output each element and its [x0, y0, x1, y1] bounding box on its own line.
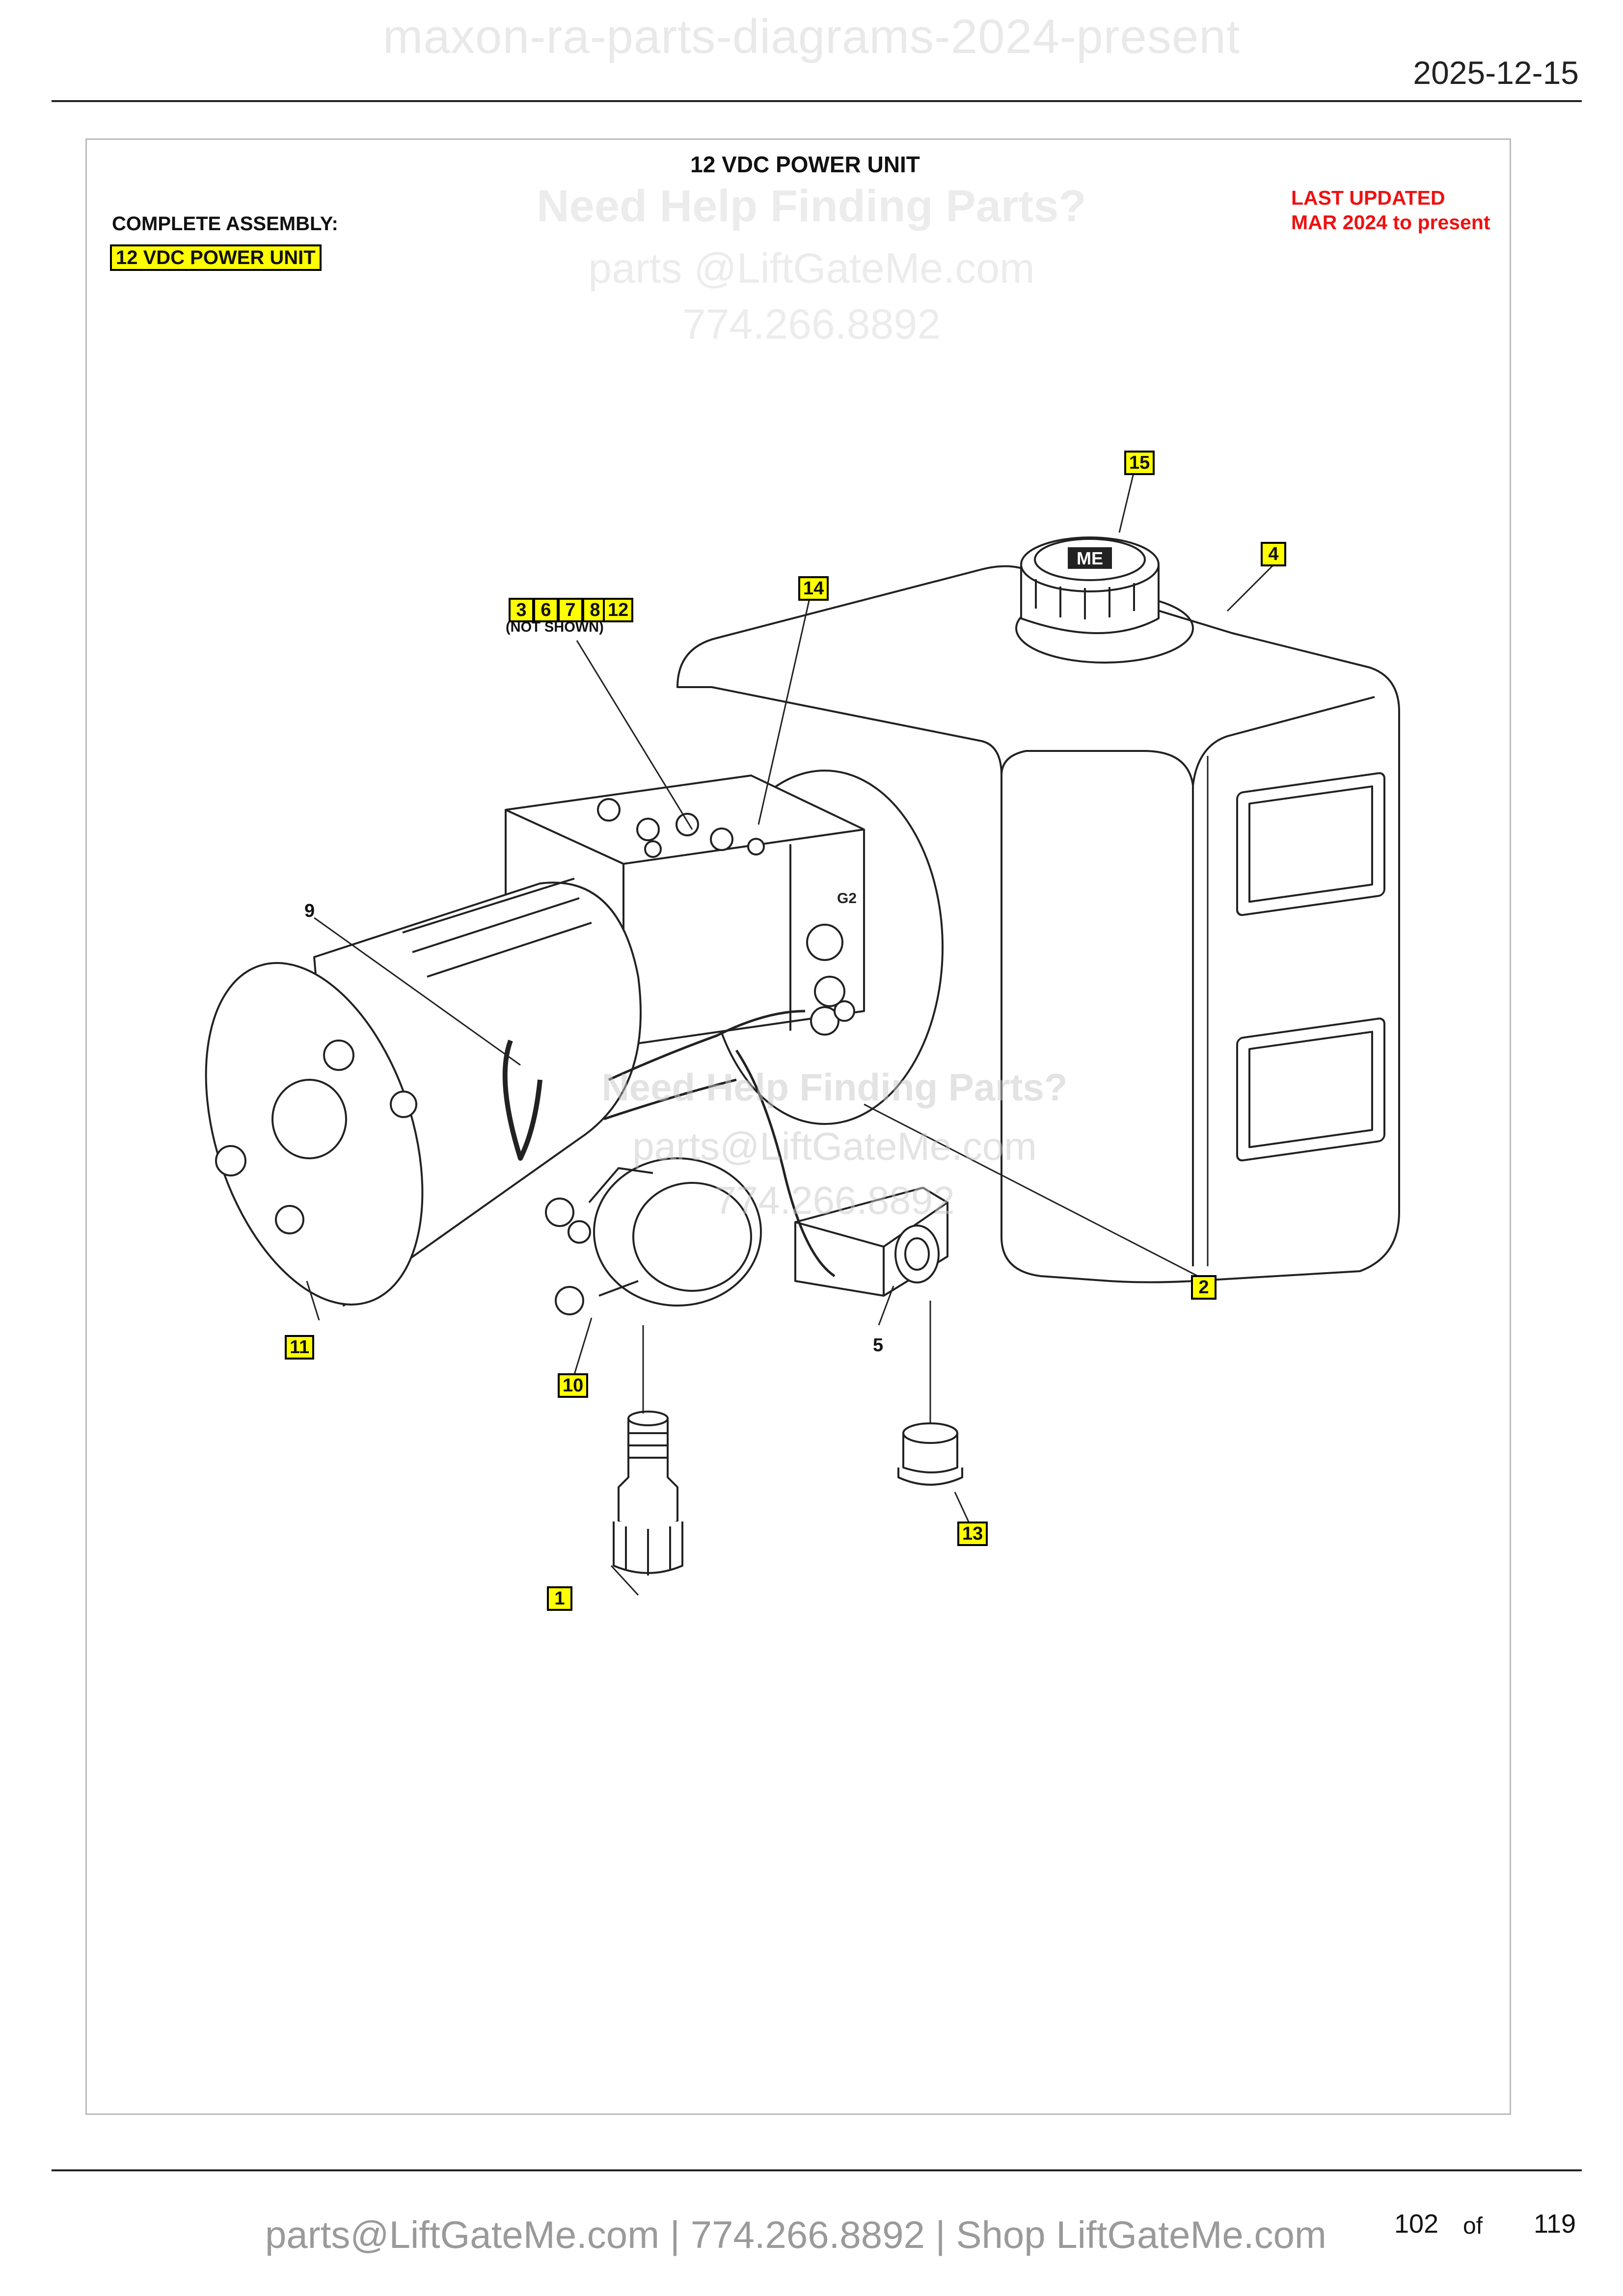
footer-divider — [52, 2169, 1582, 2171]
callout-10[interactable]: 10 — [558, 1373, 589, 1398]
page-of-label: of — [1463, 2213, 1483, 2239]
cap-logo: ME — [1077, 548, 1103, 568]
document-title-watermark: maxon-ra-parts-diagrams-2024-present — [382, 9, 1241, 63]
header-divider — [52, 100, 1582, 102]
assembly-name-highlight[interactable]: 12 VDC POWER UNIT — [110, 244, 322, 271]
page-number: 102 — [1394, 2209, 1439, 2239]
sheet-title: 12 VDC POWER UNIT — [690, 152, 920, 177]
callout-6[interactable]: 6 — [533, 598, 559, 622]
solenoid-coil — [794, 1187, 948, 1297]
start-solenoid — [545, 1157, 762, 1315]
footer-contact-link[interactable]: parts@LiftGateMe.com | 774.266.8892 | Sh… — [265, 2213, 1326, 2256]
watermark-phone-center: 774.266.8892 — [714, 1178, 955, 1222]
callout-7[interactable]: 7 — [558, 598, 583, 622]
diagram-frame — [85, 138, 1511, 2115]
plug-cap — [897, 1422, 963, 1486]
callout-13[interactable]: 13 — [957, 1522, 988, 1546]
callout-2[interactable]: 2 — [1191, 1275, 1217, 1300]
callout-12[interactable]: 12 — [603, 598, 634, 622]
watermark-phone: 774.266.8892 — [682, 301, 941, 348]
reservoir-tank — [676, 565, 1400, 1283]
callout-5[interactable]: 5 — [873, 1335, 884, 1356]
hose-fitting — [613, 1411, 683, 1575]
watermark-help-center: Need Help Finding Parts? — [601, 1066, 1068, 1109]
callout-3[interactable]: 3 — [509, 598, 534, 622]
watermark-email: parts @LiftGateMe.com — [588, 245, 1035, 292]
callout-4[interactable]: 4 — [1261, 542, 1286, 566]
callout-9[interactable]: 9 — [304, 901, 315, 921]
not-shown-note: (NOT SHOWN) — [506, 619, 604, 635]
callout-11[interactable]: 11 — [285, 1335, 315, 1360]
watermark-help: Need Help Finding Parts? — [537, 181, 1086, 231]
page-total: 119 — [1534, 2209, 1576, 2239]
updated-range: MAR 2024 to present — [1291, 211, 1490, 234]
callout-1[interactable]: 1 — [547, 1586, 572, 1611]
callout-14[interactable]: 14 — [798, 576, 829, 601]
document-date: 2025-12-15 — [1413, 54, 1579, 91]
last-updated-label: LAST UPDATED — [1291, 187, 1445, 209]
watermark-email-center: parts@LiftGateMe.com — [632, 1124, 1037, 1168]
callout-15[interactable]: 15 — [1124, 451, 1155, 475]
electric-motor — [205, 878, 642, 1307]
assembly-label: COMPLETE ASSEMBLY: — [112, 213, 338, 235]
valve-block-label: G2 — [837, 890, 857, 907]
